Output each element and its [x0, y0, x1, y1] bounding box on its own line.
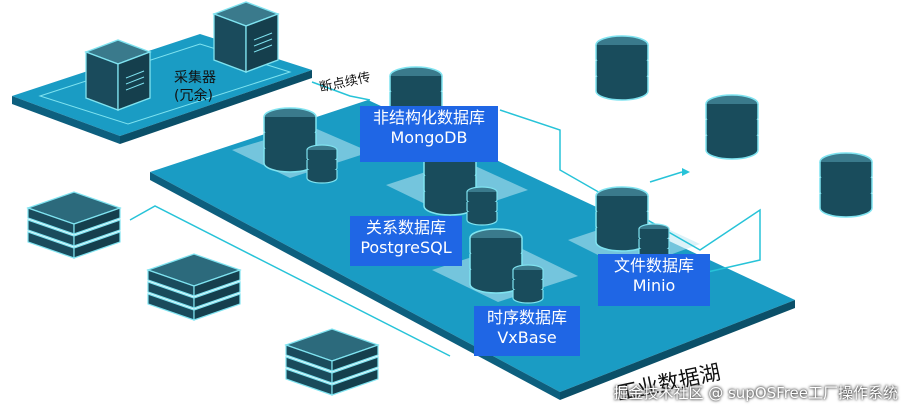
mongodb-tag: 非结构化数据库 MongoDB [360, 106, 498, 162]
database-cylinder-icon [705, 94, 759, 160]
minio-name: Minio [632, 276, 676, 295]
collector-server-icon [213, 1, 279, 73]
postgresql-tag: 关系数据库 PostgreSQL [350, 216, 462, 266]
watermark: 掘金技术社区 @ supOSFree工厂操作系统 [613, 384, 898, 402]
database-cylinder-icon [819, 152, 873, 218]
database-cylinder-icon [512, 264, 544, 304]
mongodb-type: 非结构化数据库 [372, 108, 485, 127]
vxbase-type: 时序数据库 [486, 308, 567, 327]
postgresql-type: 关系数据库 [365, 218, 446, 237]
vxbase-tag: 时序数据库 VxBase [474, 306, 580, 356]
database-cylinder-icon [595, 35, 649, 101]
connector-lines [129, 81, 761, 357]
stack-layer-icon [27, 191, 121, 259]
mongodb-name: MongoDB [390, 128, 468, 147]
collector-note: (冗余) [174, 88, 213, 104]
database-cylinder-icon [306, 144, 338, 184]
stack-layer-icon [147, 253, 241, 321]
stack-layer-icon [285, 328, 379, 396]
collector-label: 采集器 [174, 70, 216, 86]
collector-server-icon [85, 39, 151, 111]
vxbase-name: VxBase [497, 328, 557, 347]
arrow-icon [682, 168, 690, 176]
database-cylinder-icon [466, 186, 498, 226]
minio-type: 文件数据库 [613, 256, 694, 275]
minio-tag: 文件数据库 Minio [598, 254, 710, 306]
postgresql-name: PostgreSQL [360, 238, 452, 257]
